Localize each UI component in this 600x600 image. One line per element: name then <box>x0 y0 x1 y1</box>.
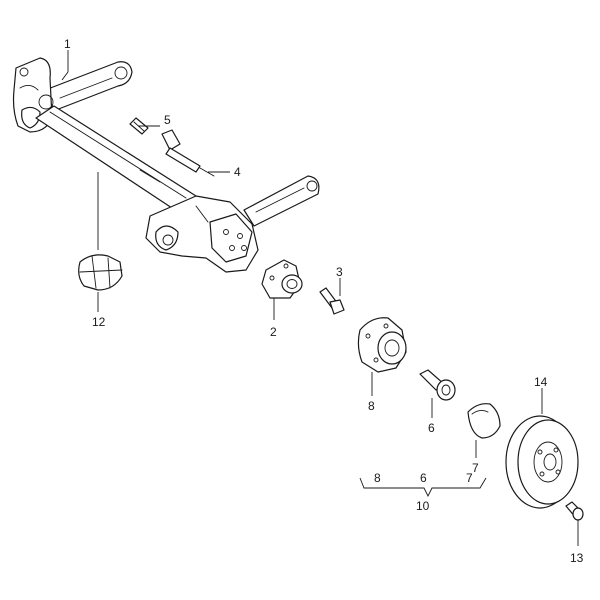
group-callout-6: 6 <box>420 471 427 485</box>
bump-stop <box>78 254 123 291</box>
disc-screw <box>565 501 584 521</box>
hub-bolt <box>319 287 345 315</box>
callout-5: 5 <box>164 113 171 127</box>
callout-4: 4 <box>234 165 241 179</box>
wheel-bearing-flange <box>261 259 303 299</box>
callout-12: 12 <box>92 315 106 329</box>
group-callout-7: 7 <box>466 471 473 485</box>
callout-10: 10 <box>416 499 430 513</box>
group-callout-8: 8 <box>374 471 381 485</box>
callout-6: 6 <box>428 421 435 435</box>
speed-sensor <box>161 129 215 177</box>
callout-8: 8 <box>368 399 375 413</box>
callout-13: 13 <box>570 551 584 565</box>
axle-bolt <box>419 369 456 401</box>
callout-7: 7 <box>472 461 479 475</box>
callout-3: 3 <box>336 265 343 279</box>
brake-disc <box>505 415 579 509</box>
rear-axle-beam <box>12 57 320 273</box>
leader-lines <box>61 50 579 546</box>
callout-labels: 1 2 3 4 5 6 7 8 8 6 7 10 12 13 14 <box>64 37 584 565</box>
dust-cap <box>467 403 501 439</box>
wheel-hub <box>357 317 407 373</box>
callout-14: 14 <box>534 375 548 389</box>
callout-1: 1 <box>64 37 71 51</box>
callout-2: 2 <box>270 325 277 339</box>
